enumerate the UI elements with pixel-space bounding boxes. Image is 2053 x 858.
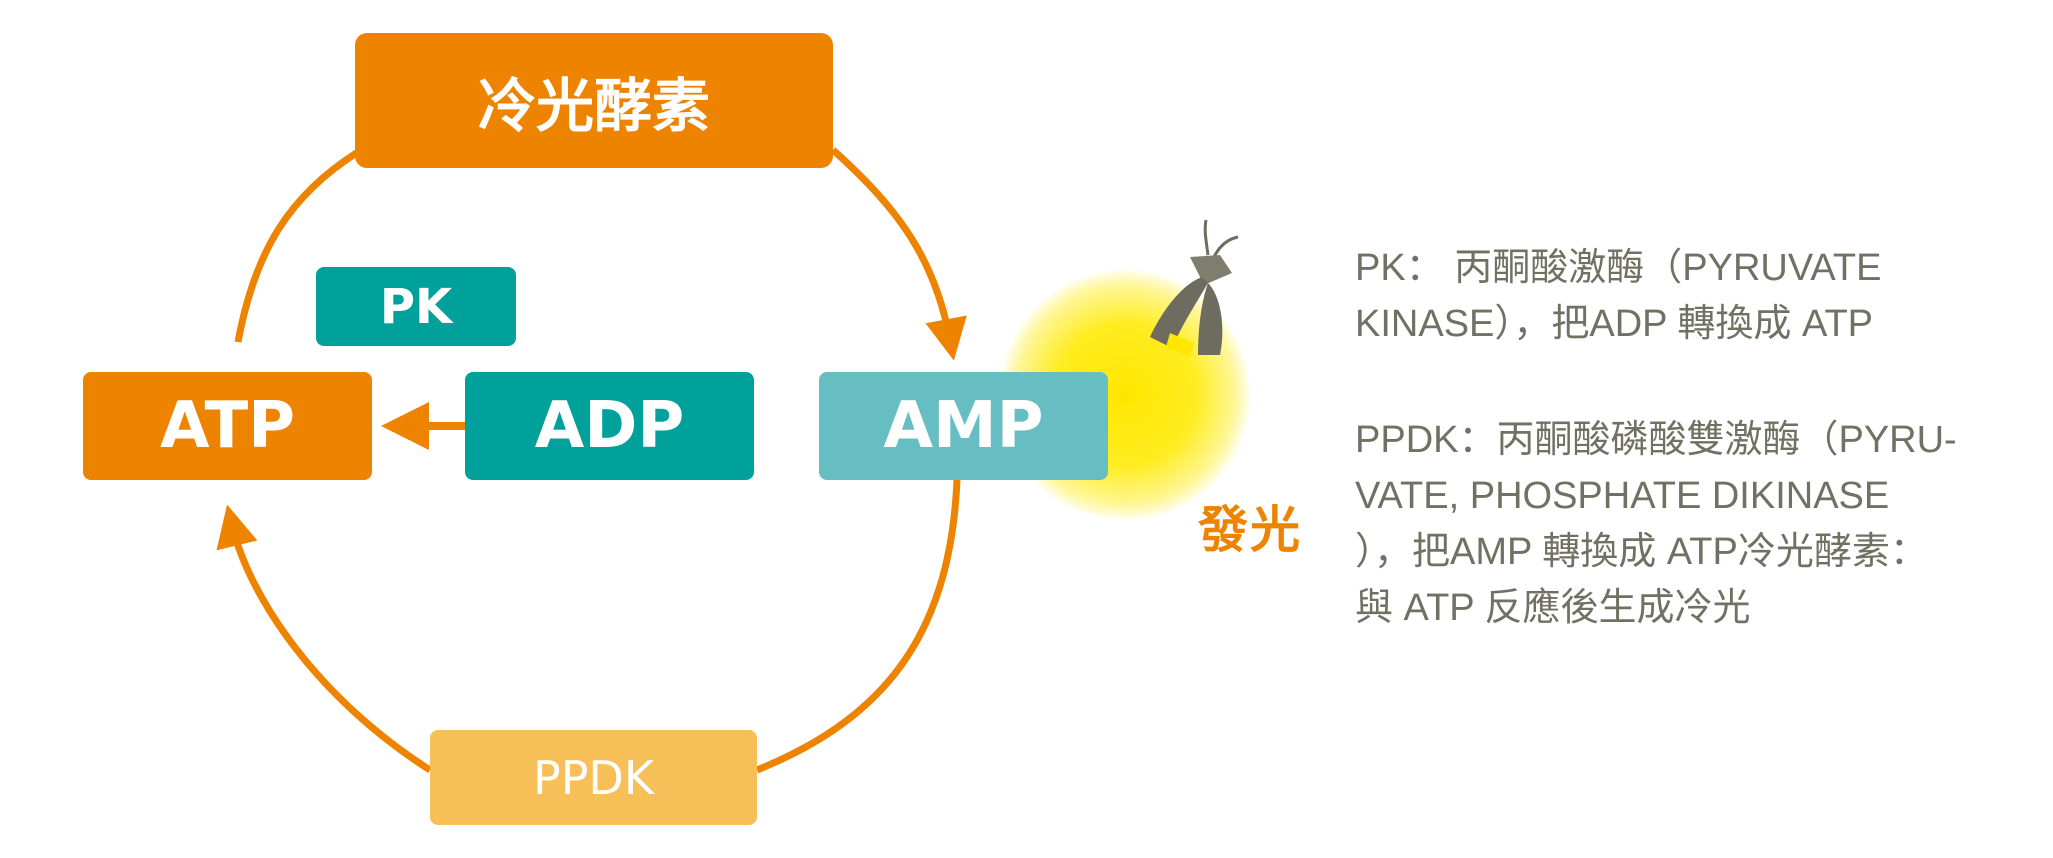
arc-amp-to-ppdk <box>755 479 961 774</box>
amp-label: AMP <box>883 389 1044 463</box>
adp-label: ADP <box>534 389 685 463</box>
ppdk-label: PPDK <box>532 750 655 805</box>
adp-box: ADP <box>465 372 754 480</box>
atp-box: ATP <box>83 372 372 480</box>
pk-desc-line: KINASE），把ADP 轉換成 ATP <box>1355 303 1874 345</box>
ppdk-desc-line: VATE, PHOSPHATE DIKINASE <box>1355 475 1890 517</box>
atp-label: ATP <box>159 389 296 463</box>
pk-description: PK： 丙酮酸激酶（PYRUVATE KINASE），把ADP 轉換成 ATP <box>1355 240 2015 352</box>
luciferase-box: 冷光酵素 <box>355 33 833 168</box>
emit-light-label: 發光 <box>1198 501 1302 559</box>
luciferase-label: 冷光酵素 <box>477 71 710 140</box>
arc-atp-to-enzyme <box>234 149 360 343</box>
pk-desc-line: PK： 丙酮酸激酶（PYRUVATE <box>1355 247 1882 289</box>
ppdk-desc-line: ），把AMP 轉換成 ATP冷光酵素： <box>1355 531 1928 573</box>
amp-box: AMP <box>819 372 1108 480</box>
arrow-ppdk-to-atp <box>216 504 432 773</box>
ppdk-desc-line: 與 ATP 反應後生成冷光 <box>1355 587 1751 629</box>
ppdk-description: PPDK：丙酮酸磷酸雙激酶（PYRU- VATE, PHOSPHATE DIKI… <box>1355 412 2015 636</box>
ppdk-desc-line: PPDK：丙酮酸磷酸雙激酶（PYRU- <box>1355 419 1957 461</box>
ppdk-box: PPDK <box>430 730 757 825</box>
arrow-enzyme-to-amp <box>830 147 967 361</box>
pk-box: PK <box>316 267 516 346</box>
firefly-icon <box>1150 219 1239 357</box>
pk-label: PK <box>379 278 453 335</box>
